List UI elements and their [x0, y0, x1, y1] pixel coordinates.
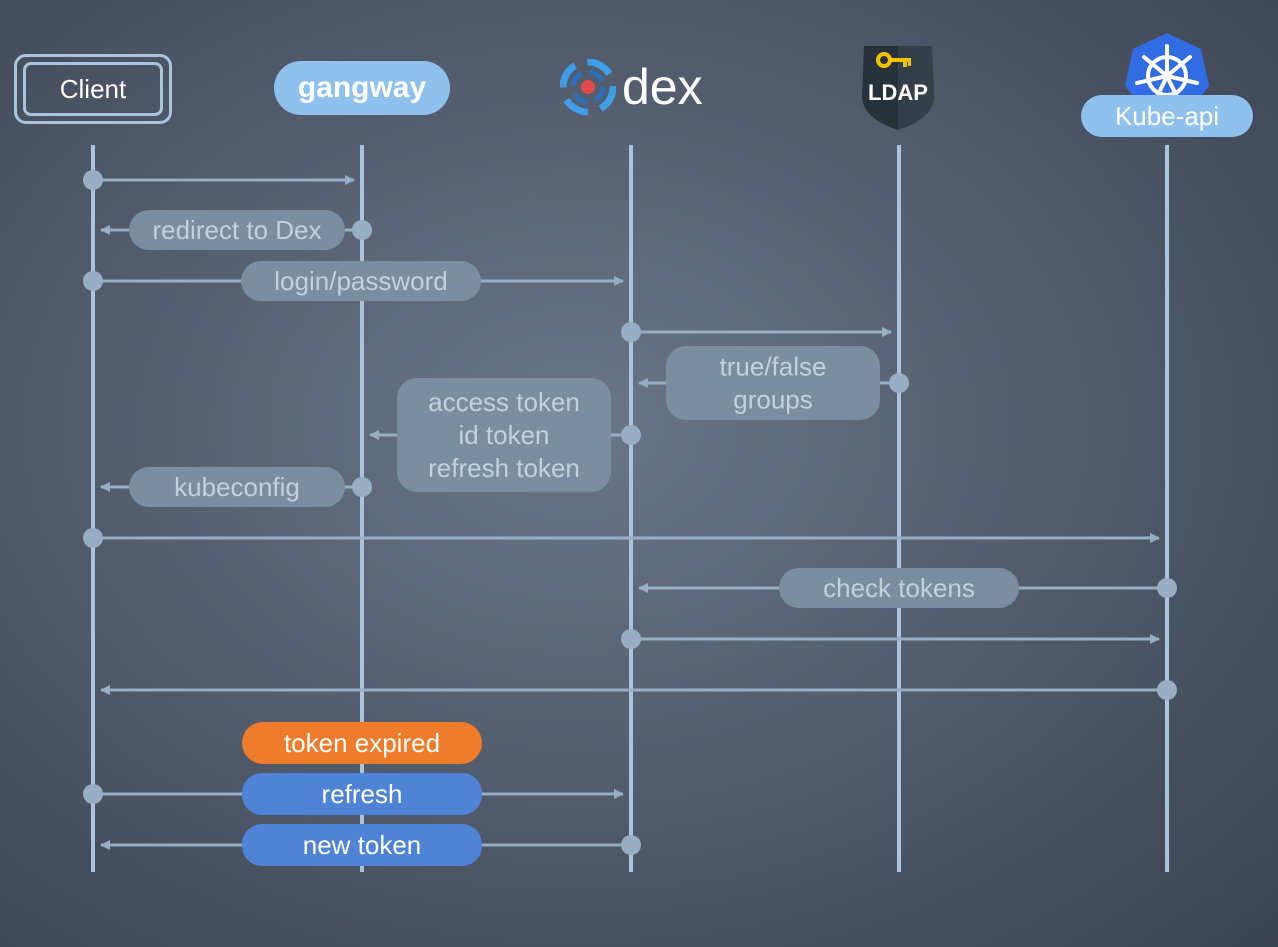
client-label: Client: [23, 62, 163, 116]
message-label-box: [242, 824, 482, 866]
message-label-text: login/password: [274, 266, 447, 296]
message-label-text: check tokens: [823, 573, 975, 603]
message-origin-dot: [621, 629, 641, 649]
message-origin-dot: [83, 170, 103, 190]
message-m10: [621, 629, 1160, 649]
message-origin-dot: [352, 477, 372, 497]
message-origin-dot: [1157, 680, 1177, 700]
message-origin-dot: [621, 425, 641, 445]
message-origin-dot: [889, 373, 909, 393]
message-label-text: kubeconfig: [174, 472, 300, 502]
message-label-box: [666, 346, 880, 420]
message-m13: refresh: [83, 773, 624, 815]
message-origin-dot: [83, 271, 103, 291]
message-origin-dot: [1157, 578, 1177, 598]
token-expired-text: token expired: [284, 728, 440, 758]
token-expired-note: token expired: [242, 722, 482, 764]
message-label-box: [241, 261, 481, 301]
participant-dex: dex: [560, 56, 703, 118]
message-m7: kubeconfig: [100, 467, 372, 507]
participant-gangway: gangway: [274, 61, 450, 115]
message-label-box: [242, 773, 482, 815]
dex-label: dex: [622, 59, 703, 115]
token-expired-box: [242, 722, 482, 764]
message-origin-dot: [83, 784, 103, 804]
participant-ldap: LDAP: [850, 36, 946, 132]
message-m4: [621, 322, 892, 342]
message-label-text: refresh: [322, 779, 403, 809]
message-m1: [83, 170, 355, 190]
message-m3: login/password: [83, 261, 624, 301]
message-m2: redirect to Dex: [100, 210, 372, 250]
message-m14: new token: [100, 824, 641, 866]
dex-logo-icon: [560, 59, 616, 115]
kubernetes-logo: [1122, 30, 1212, 120]
message-origin-dot: [83, 528, 103, 548]
message-label-box: [129, 467, 345, 507]
message-label-text: groups: [733, 385, 813, 415]
shield-key-icon: [862, 46, 934, 130]
message-m11: [100, 680, 1177, 700]
ldap-label: LDAP: [868, 80, 928, 105]
message-label-text: id token: [458, 420, 549, 450]
message-origin-dot: [352, 220, 372, 240]
message-m8: [83, 528, 1160, 548]
message-label-text: access token: [428, 387, 580, 417]
kubernetes-wheel-icon: [1125, 33, 1209, 115]
message-label-box: [779, 568, 1019, 608]
message-label-box: [397, 378, 611, 492]
message-label-text: refresh token: [428, 453, 580, 483]
message-origin-dot: [621, 322, 641, 342]
message-label-text: redirect to Dex: [152, 215, 321, 245]
message-label-box: [129, 210, 345, 250]
message-label-text: true/false: [720, 352, 827, 382]
participant-client: Client: [14, 54, 172, 124]
message-origin-dot: [621, 835, 641, 855]
message-label-text: new token: [303, 830, 422, 860]
participant-kube-api: Kube-api: [1081, 95, 1253, 137]
message-m9: check tokens: [638, 568, 1177, 608]
